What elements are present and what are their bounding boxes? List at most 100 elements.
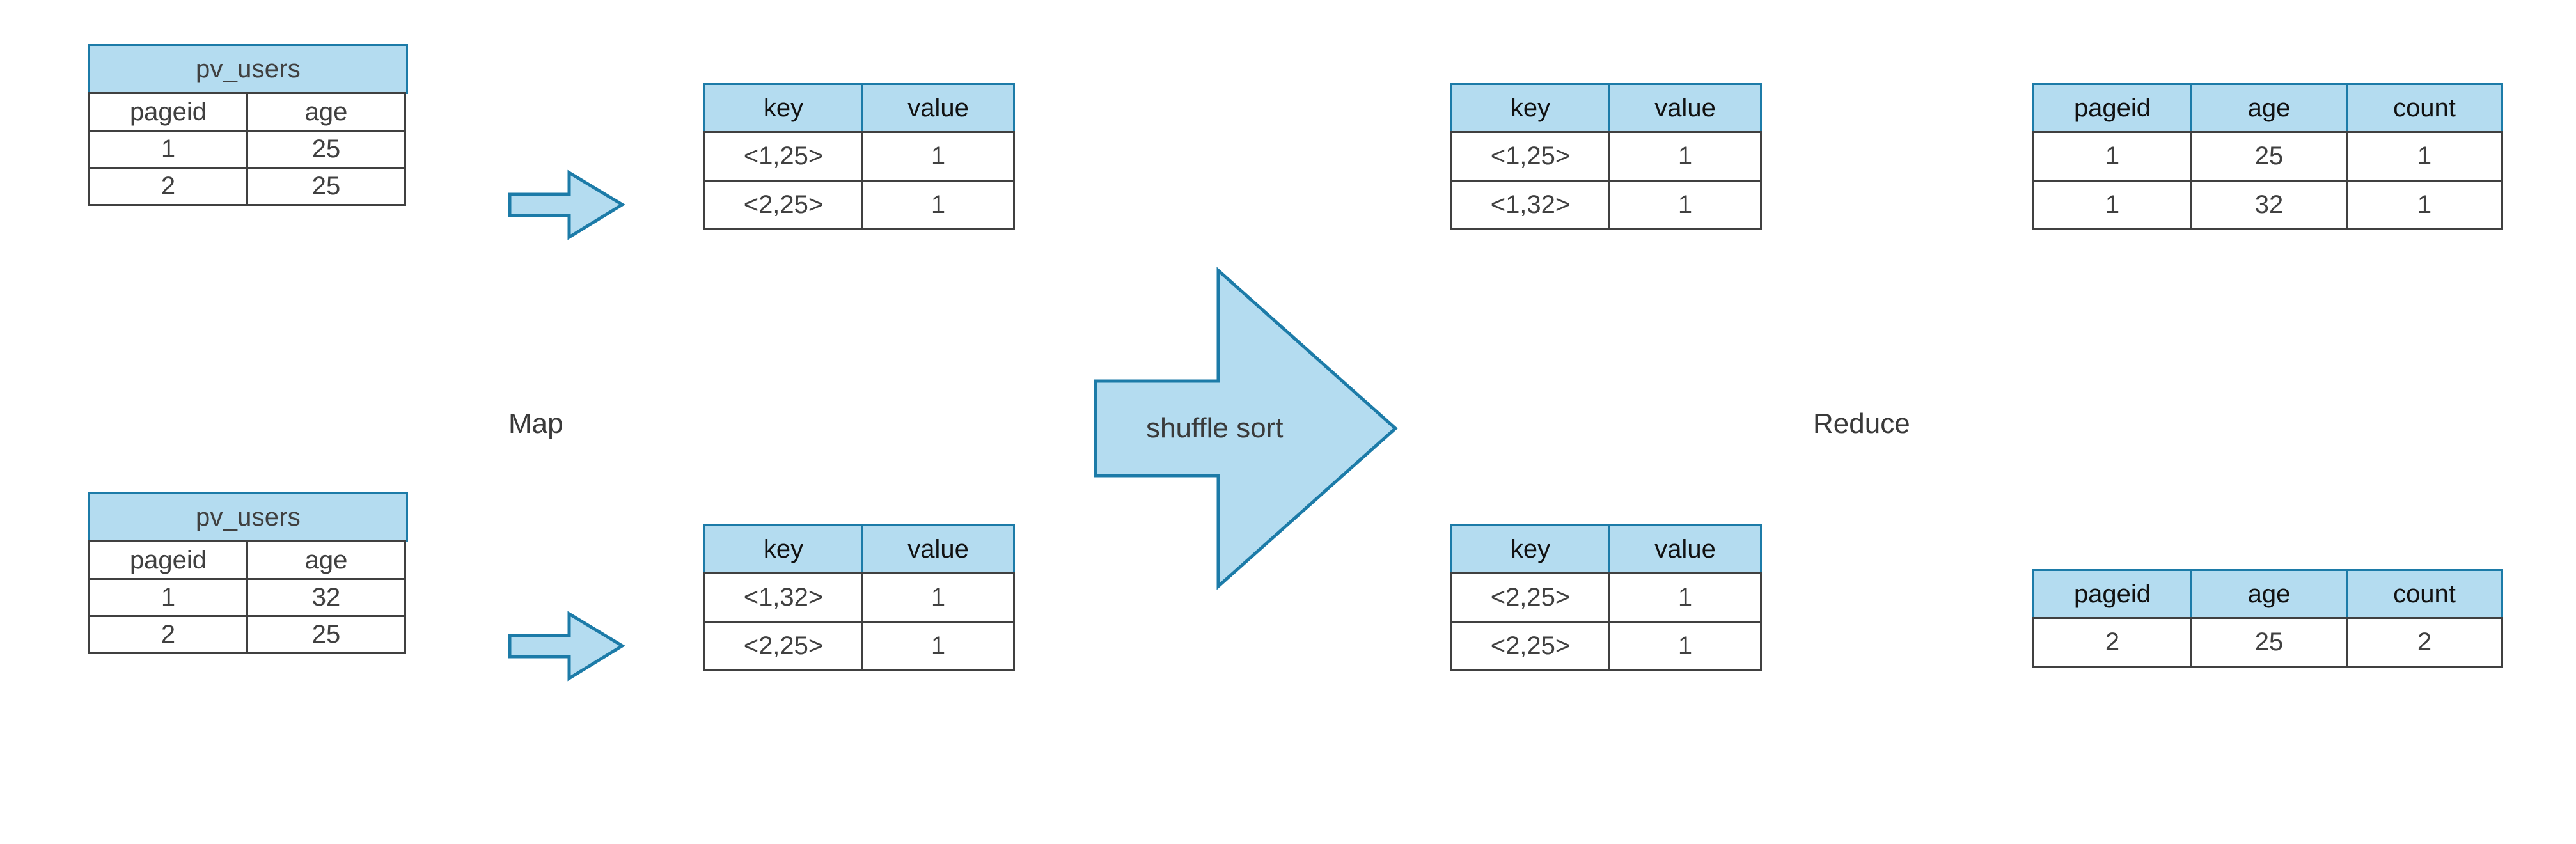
header-cell-value: value xyxy=(861,524,1015,574)
table-row: 2 25 2 xyxy=(2032,617,2503,668)
cell-key: <2,25> xyxy=(1450,572,1610,623)
table-map-output-bottom: key value <1,32> 1 <2,25> 1 xyxy=(703,524,1015,671)
header-cell-key: key xyxy=(703,524,863,574)
table-shuffle-output-bottom: key value <2,25> 1 <2,25> 1 xyxy=(1450,524,1762,671)
right-arrow-icon xyxy=(508,169,625,240)
cell-age: 25 xyxy=(2190,131,2348,182)
table-row: 1 25 1 xyxy=(2032,131,2503,182)
table-row: 1 32 1 xyxy=(2032,180,2503,230)
header-cell-count: count xyxy=(2346,83,2503,133)
table-row: <2,25> 1 xyxy=(703,180,1015,230)
table-grid-shuffle-output-bottom: key value <2,25> 1 <2,25> 1 xyxy=(1450,524,1762,671)
header-cell-key: key xyxy=(1450,83,1610,133)
table-row: 2 25 xyxy=(88,167,408,206)
header-cell-age: age xyxy=(246,92,406,132)
map-arrow-top xyxy=(508,169,625,240)
cell-key: <1,32> xyxy=(703,572,863,623)
table-row: <1,25> 1 xyxy=(1450,131,1762,182)
table-title-input-bottom: pv_users xyxy=(88,492,408,542)
table-row: <1,25> 1 xyxy=(703,131,1015,182)
table-row: <2,25> 1 xyxy=(1450,572,1762,623)
cell-age: 25 xyxy=(246,615,406,654)
cell-pageid: 1 xyxy=(88,130,248,169)
cell-value: 1 xyxy=(861,621,1015,671)
table-title-input-top: pv_users xyxy=(88,44,408,94)
header-cell-age: age xyxy=(246,540,406,580)
table-reduce-output-top: pageid age count 1 25 1 1 32 1 xyxy=(2032,83,2503,230)
cell-key: <2,25> xyxy=(1450,621,1610,671)
header-cell-pageid: pageid xyxy=(2032,569,2192,619)
cell-value: 1 xyxy=(1608,572,1762,623)
table-grid-map-output-top: key value <1,25> 1 <2,25> 1 xyxy=(703,83,1015,230)
map-arrow-bottom xyxy=(508,611,625,682)
table-grid-input-top: pageid age 1 25 2 25 xyxy=(88,92,408,206)
cell-key: <2,25> xyxy=(703,180,863,230)
table-reduce-output-bottom: pageid age count 2 25 2 xyxy=(2032,569,2503,668)
cell-pageid: 1 xyxy=(2032,131,2192,182)
cell-key: <1,25> xyxy=(1450,131,1610,182)
table-row: 2 25 xyxy=(88,615,408,654)
cell-key: <2,25> xyxy=(703,621,863,671)
table-shuffle-output-top: key value <1,25> 1 <1,32> 1 xyxy=(1450,83,1762,230)
header-cell-pageid: pageid xyxy=(88,92,248,132)
table-input-top: pv_users pageid age 1 25 2 25 xyxy=(88,44,408,206)
header-cell-key: key xyxy=(703,83,863,133)
cell-pageid: 2 xyxy=(88,615,248,654)
cell-count: 1 xyxy=(2346,131,2503,182)
cell-count: 2 xyxy=(2346,617,2503,668)
table-header-row: key value xyxy=(1450,83,1762,133)
table-header-row: key value xyxy=(703,524,1015,574)
header-cell-age: age xyxy=(2190,83,2348,133)
table-row: <2,25> 1 xyxy=(703,621,1015,671)
map-label: Map xyxy=(508,408,563,439)
table-grid-shuffle-output-top: key value <1,25> 1 <1,32> 1 xyxy=(1450,83,1762,230)
header-cell-key: key xyxy=(1450,524,1610,574)
reduce-label: Reduce xyxy=(1813,408,1910,439)
cell-pageid: 2 xyxy=(2032,617,2192,668)
table-header-row: key value xyxy=(1450,524,1762,574)
table-row: <2,25> 1 xyxy=(1450,621,1762,671)
cell-count: 1 xyxy=(2346,180,2503,230)
header-cell-value: value xyxy=(1608,524,1762,574)
cell-age: 32 xyxy=(2190,180,2348,230)
table-row: 1 32 xyxy=(88,578,408,617)
table-header-row: pageid age xyxy=(88,540,408,580)
header-cell-pageid: pageid xyxy=(2032,83,2192,133)
table-header-row: pageid age count xyxy=(2032,83,2503,133)
table-map-output-top: key value <1,25> 1 <2,25> 1 xyxy=(703,83,1015,230)
right-arrow-icon xyxy=(508,611,625,682)
cell-key: <1,32> xyxy=(1450,180,1610,230)
cell-pageid: 2 xyxy=(88,167,248,206)
header-cell-value: value xyxy=(1608,83,1762,133)
table-header-row: pageid age count xyxy=(2032,569,2503,619)
cell-age: 32 xyxy=(246,578,406,617)
table-grid-input-bottom: pageid age 1 32 2 25 xyxy=(88,540,408,654)
cell-pageid: 1 xyxy=(2032,180,2192,230)
cell-value: 1 xyxy=(861,131,1015,182)
big-right-arrow-icon xyxy=(1094,267,1398,590)
table-header-row: pageid age xyxy=(88,92,408,132)
cell-age: 25 xyxy=(246,167,406,206)
cell-value: 1 xyxy=(861,572,1015,623)
cell-age: 25 xyxy=(2190,617,2348,668)
table-grid-reduce-output-bottom: pageid age count 2 25 2 xyxy=(2032,569,2503,668)
header-cell-pageid: pageid xyxy=(88,540,248,580)
table-row: <1,32> 1 xyxy=(1450,180,1762,230)
shuffle-sort-arrow xyxy=(1094,267,1420,590)
table-grid-map-output-bottom: key value <1,32> 1 <2,25> 1 xyxy=(703,524,1015,671)
table-row: <1,32> 1 xyxy=(703,572,1015,623)
header-cell-value: value xyxy=(861,83,1015,133)
cell-age: 25 xyxy=(246,130,406,169)
cell-value: 1 xyxy=(861,180,1015,230)
table-input-bottom: pv_users pageid age 1 32 2 25 xyxy=(88,492,408,654)
cell-key: <1,25> xyxy=(703,131,863,182)
cell-value: 1 xyxy=(1608,131,1762,182)
header-cell-age: age xyxy=(2190,569,2348,619)
cell-value: 1 xyxy=(1608,621,1762,671)
table-header-row: key value xyxy=(703,83,1015,133)
cell-value: 1 xyxy=(1608,180,1762,230)
header-cell-count: count xyxy=(2346,569,2503,619)
table-grid-reduce-output-top: pageid age count 1 25 1 1 32 1 xyxy=(2032,83,2503,230)
cell-pageid: 1 xyxy=(88,578,248,617)
